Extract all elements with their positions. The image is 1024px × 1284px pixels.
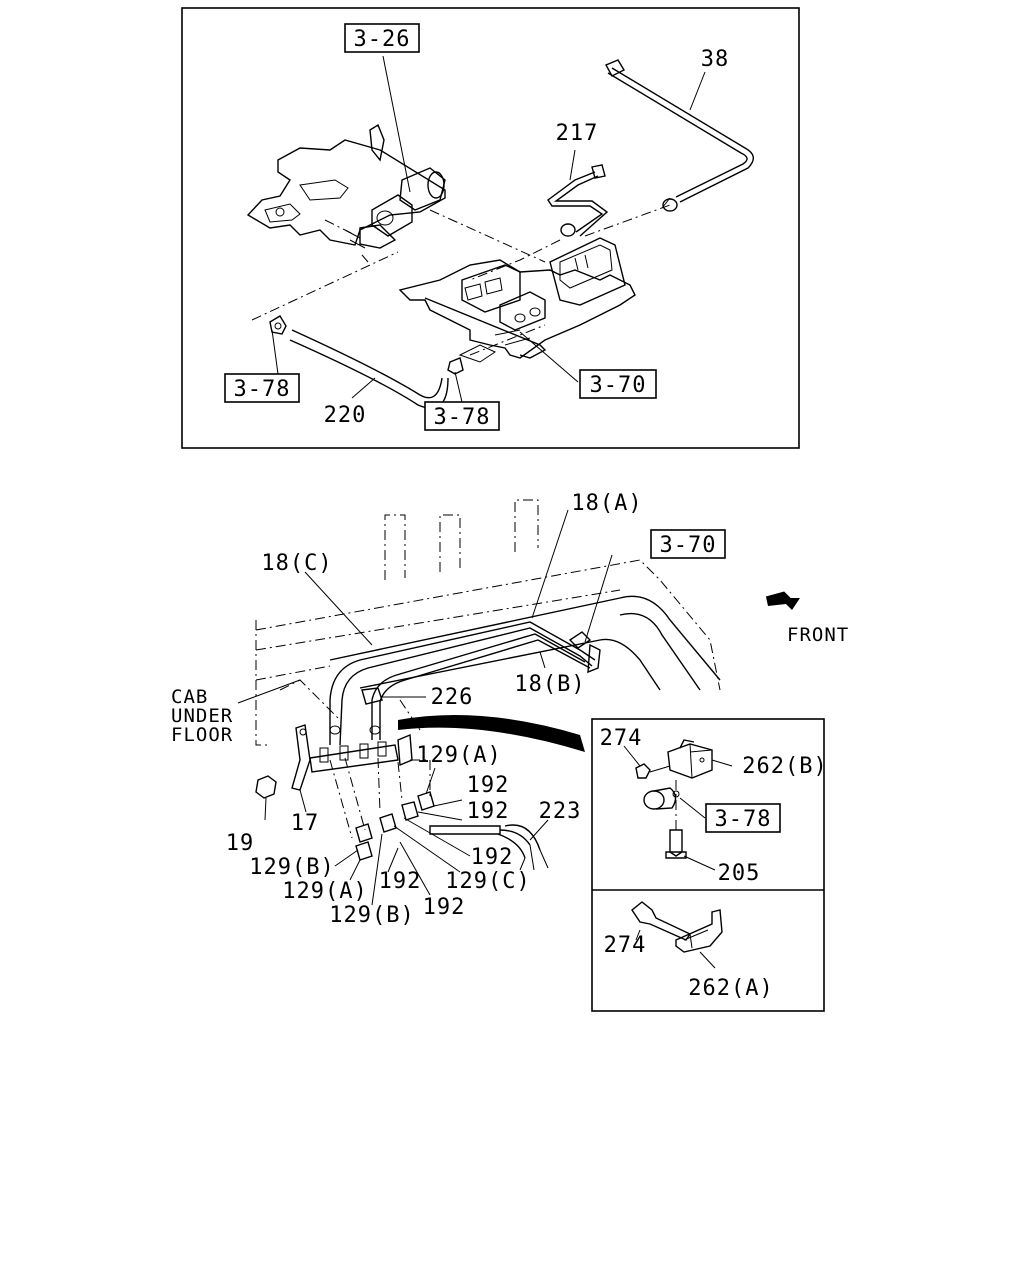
inset-label-205: 205 (718, 861, 761, 886)
inset-label-262b: 262(B) (742, 754, 827, 779)
bolt-274-upper (635, 763, 651, 779)
nut-19 (255, 775, 277, 799)
inset-label-262a: 262(A) (688, 976, 773, 1001)
ref-3-26: 3-26 (344, 23, 420, 53)
junction-block (291, 724, 413, 791)
cab-label-line1: CAB (171, 686, 208, 708)
label-129a-1: 129(A) (416, 743, 501, 768)
fittings (355, 791, 549, 871)
ref-3-78-mid: 3-78 (424, 401, 500, 431)
inset-label-274-upper: 274 (600, 726, 643, 751)
hose-220 (269, 315, 464, 409)
label-192-3: 192 (471, 845, 514, 870)
label-129a-2: 129(A) (282, 879, 367, 904)
label-18c: 18(C) (261, 551, 332, 576)
label-226: 226 (431, 685, 474, 710)
bracket-262b (667, 739, 713, 779)
bracket-262a (675, 909, 723, 953)
valve-bracket-assembly (246, 123, 446, 263)
cab-label-line3: FLOOR (171, 724, 233, 746)
label-223: 223 (539, 799, 582, 824)
ref-3-78-inset: 3-78 (705, 803, 781, 833)
cab-label-line2: UNDER (171, 705, 233, 727)
part-217-label: 217 (556, 121, 599, 146)
ref-3-78-mid-label: 3-78 (434, 405, 491, 430)
label-18b: 18(B) (514, 672, 585, 697)
top-figure-frame (181, 7, 800, 449)
label-192-5: 192 (423, 895, 466, 920)
label-192-2: 192 (467, 799, 510, 824)
pipes-18 (329, 621, 601, 746)
detail-inset: 3-78 274 262(B) 205 274 262(A) (591, 718, 827, 1012)
label-129b-2: 129(B) (329, 903, 414, 928)
label-192-1: 192 (467, 773, 510, 798)
pipe-38 (605, 59, 754, 212)
label-192-4: 192 (379, 869, 422, 894)
inset-label-274-lower: 274 (604, 933, 647, 958)
ref-3-78-left: 3-78 (224, 373, 300, 403)
ref-3-70-top-label: 3-70 (590, 373, 647, 398)
label-19: 19 (226, 831, 255, 856)
detail-callout-arrow (398, 715, 585, 752)
front-label: FRONT (787, 624, 849, 646)
part-38-label: 38 (701, 47, 730, 72)
ref-3-26-label: 3-26 (354, 27, 411, 52)
pipe-217 (547, 164, 609, 237)
bolt-226 (361, 687, 383, 705)
floor-plate (398, 237, 636, 363)
top-figure: 3-26 3-78 3-78 3-70 38 217 220 (181, 7, 800, 449)
inset-frame (591, 718, 825, 1012)
ref-3-78-inset-label: 3-78 (715, 807, 772, 832)
ref-3-78-left-label: 3-78 (234, 377, 291, 402)
collar (643, 787, 680, 810)
ref-3-70-bottom: 3-70 (650, 529, 726, 559)
label-18a: 18(A) (571, 491, 642, 516)
label-129b-1: 129(B) (249, 855, 334, 880)
ref-3-70-bottom-label: 3-70 (660, 533, 717, 558)
label-129c: 129(C) (445, 869, 530, 894)
part-220-label: 220 (324, 403, 367, 428)
ref-3-70-top: 3-70 (579, 369, 657, 399)
label-17: 17 (291, 811, 320, 836)
front-arrow-icon (765, 591, 800, 610)
bolt-205 (665, 829, 687, 859)
bottom-figure: 3-70 18(A) 18(C) 18(B) 226 CAB UNDER FLO… (171, 491, 849, 928)
